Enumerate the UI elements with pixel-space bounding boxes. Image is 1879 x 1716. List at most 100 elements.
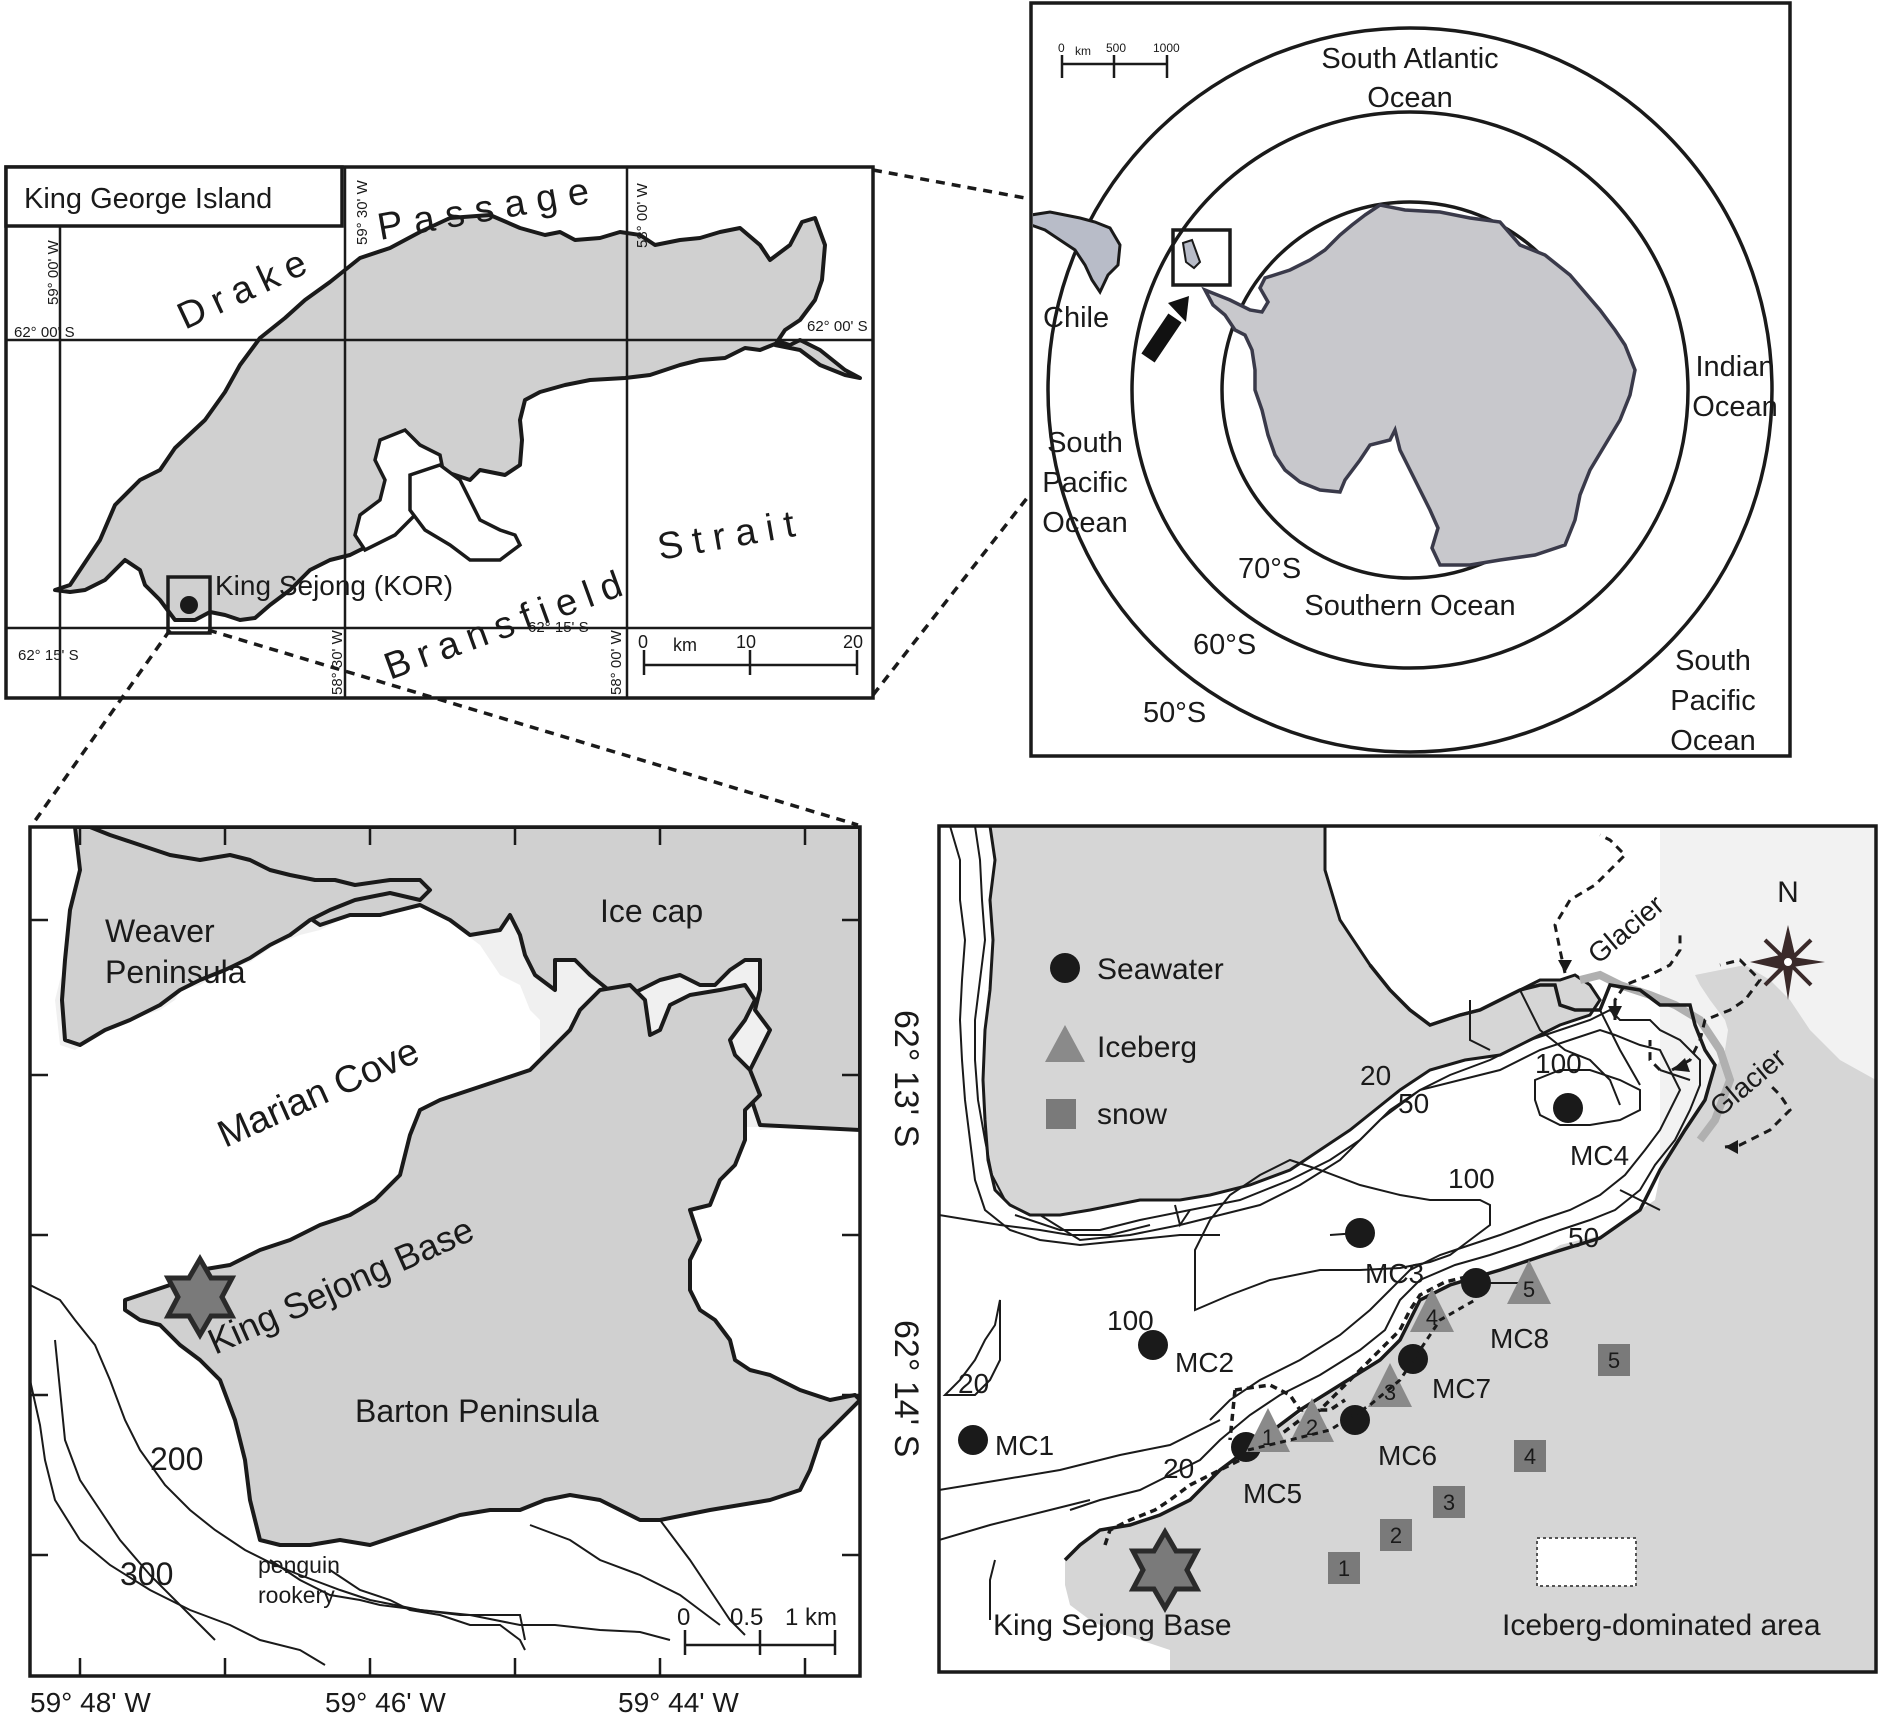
iceberg-area-legend-box <box>1536 1537 1637 1587</box>
compass-rose-icon: N <box>1750 876 1825 1000</box>
seawater-site-mc2: MC2 <box>1138 1330 1234 1378</box>
depth-300: 300 <box>120 1556 173 1592</box>
svg-text:MC3: MC3 <box>1365 1258 1424 1289</box>
svg-text:MC4: MC4 <box>1570 1140 1629 1171</box>
king-sejong-dot <box>180 596 198 614</box>
svg-text:10: 10 <box>736 632 756 652</box>
antarctica-overview-map: 0 km 500 1000 South Atlantic Ocean India… <box>1029 1 1792 758</box>
kgi-locator-box <box>1171 228 1232 287</box>
south-pacific-left-1: South <box>1047 427 1123 459</box>
snow-site-4: 4 <box>1514 1440 1546 1472</box>
south-atlantic-label-1: South Atlantic <box>1321 43 1498 75</box>
depth-label-7: 20 <box>958 1368 989 1399</box>
lon-44w: 59° 44' W <box>618 1687 739 1716</box>
svg-text:2: 2 <box>1306 1415 1318 1440</box>
depth-label-4: 100 <box>1448 1163 1495 1194</box>
lon-48w: 59° 48' W <box>30 1687 151 1716</box>
cove-frame <box>937 824 1878 1674</box>
snow-site-1: 1 <box>1328 1552 1360 1584</box>
lat-70s: 70°S <box>1238 553 1301 585</box>
weaver-label-1: Weaver <box>105 913 215 949</box>
svg-text:20: 20 <box>843 632 863 652</box>
station-box <box>166 575 212 635</box>
lon-label-5: 58° 00' W <box>608 629 625 695</box>
svg-text:4: 4 <box>1524 1444 1536 1469</box>
svg-text:3: 3 <box>1443 1490 1455 1515</box>
svg-text:0: 0 <box>1058 41 1065 55</box>
station-label: King Sejong (KOR) <box>215 570 453 601</box>
seawater-site-mc4: MC4 <box>1553 1093 1629 1171</box>
svg-text:5: 5 <box>1523 1277 1535 1302</box>
depth-label-1: 20 <box>1360 1060 1391 1091</box>
antarctica-landmass <box>1201 203 1637 567</box>
weaver-label-2: Peninsula <box>105 954 246 990</box>
svg-text:MC6: MC6 <box>1378 1440 1437 1471</box>
legend-snow-marker <box>1046 1099 1076 1129</box>
svg-text:MC1: MC1 <box>995 1430 1054 1461</box>
ice-cap-label: Ice cap <box>600 893 703 929</box>
lon-label-4: 58° 30' W <box>329 629 346 695</box>
svg-text:0.5: 0.5 <box>730 1604 763 1631</box>
locator-arrow-head <box>1168 296 1189 322</box>
lon-46w: 59° 46' W <box>325 1687 446 1716</box>
svg-text:500: 500 <box>1106 41 1126 55</box>
circle-60s <box>1130 110 1690 670</box>
king-george-island-map: King George Island Drake Passage Bransfi… <box>4 165 875 700</box>
inlet-east <box>408 463 523 562</box>
king-george-island-landmass <box>53 213 862 622</box>
iceberg-area-label: Iceberg-dominated area <box>1502 1609 1821 1642</box>
circle-50s <box>1046 26 1774 754</box>
barton-frame <box>28 825 862 1678</box>
snow-site-3: 3 <box>1433 1486 1465 1518</box>
svg-text:1 km: 1 km <box>785 1604 837 1631</box>
north-label: N <box>1777 876 1799 909</box>
svg-text:3: 3 <box>1384 1380 1396 1405</box>
south-pacific-right-3: Ocean <box>1670 725 1755 757</box>
svg-text:5: 5 <box>1608 1348 1620 1373</box>
seawater-site-mc8: MC8 <box>1461 1268 1549 1354</box>
svg-text:1: 1 <box>1338 1556 1350 1581</box>
connector-top <box>872 168 1173 227</box>
south-pacific-right-2: Pacific <box>1670 685 1755 717</box>
depth-label-2: 50 <box>1398 1088 1429 1119</box>
lat-label-2: 62° 00' S <box>807 318 868 335</box>
cove-base-label: King Sejong Base <box>993 1609 1232 1642</box>
svg-text:MC7: MC7 <box>1432 1373 1491 1404</box>
barton-peninsula-land <box>123 983 860 1547</box>
lat-60s: 60°S <box>1193 629 1256 661</box>
king-sejong-base-star-cove <box>1128 1527 1202 1613</box>
svg-text:2: 2 <box>1390 1523 1402 1548</box>
king-sejong-base-star <box>163 1254 237 1340</box>
seawater-site-mc3: MC3 <box>1329 1218 1424 1289</box>
penguin-label-1: penguin <box>258 1552 340 1578</box>
snow-site-2: 2 <box>1380 1519 1412 1551</box>
svg-text:1000: 1000 <box>1153 41 1180 55</box>
depth-label-8: 20 <box>1163 1453 1194 1484</box>
kgi-scale-bar: 0 km 10 20 <box>638 632 863 675</box>
legend-snow-label: snow <box>1097 1098 1167 1131</box>
antarctica-scale-bar: 0 km 500 1000 <box>1058 41 1180 78</box>
barton-label: Barton Peninsula <box>355 1393 599 1429</box>
legend-seawater-label: Seawater <box>1097 953 1224 986</box>
lon-label-1: 59° 00' W <box>45 239 62 305</box>
lat-14s: 62° 14' S <box>887 1320 925 1457</box>
lat-50s: 50°S <box>1143 697 1206 729</box>
south-america-tip <box>1033 210 1122 296</box>
lat-label-4: 62° 15' S <box>528 619 589 636</box>
lat-label-3: 62° 15' S <box>18 647 79 664</box>
weaver-peninsula-land <box>60 827 432 1047</box>
indian-ocean-label-2: Ocean <box>1692 391 1777 423</box>
svg-text:0: 0 <box>638 632 648 652</box>
penguin-label-2: rookery <box>258 1582 335 1608</box>
inlet-admiralty <box>353 427 447 553</box>
legend-seawater-marker <box>1050 953 1080 983</box>
iceberg-dominated-boundary <box>1103 1273 1476 1546</box>
depth-200: 200 <box>150 1441 203 1477</box>
svg-text:km: km <box>1075 44 1091 58</box>
barton-peninsula-map: Weaver Peninsula Ice cap Marian Cove Kin… <box>28 825 925 1716</box>
svg-text:0: 0 <box>677 1604 690 1631</box>
seawater-site-mc7: MC7 <box>1398 1344 1491 1404</box>
lat-label-1: 62° 00' S <box>14 324 75 341</box>
indian-ocean-label-1: Indian <box>1695 351 1774 383</box>
iceberg-4: 4 <box>1410 1288 1454 1332</box>
